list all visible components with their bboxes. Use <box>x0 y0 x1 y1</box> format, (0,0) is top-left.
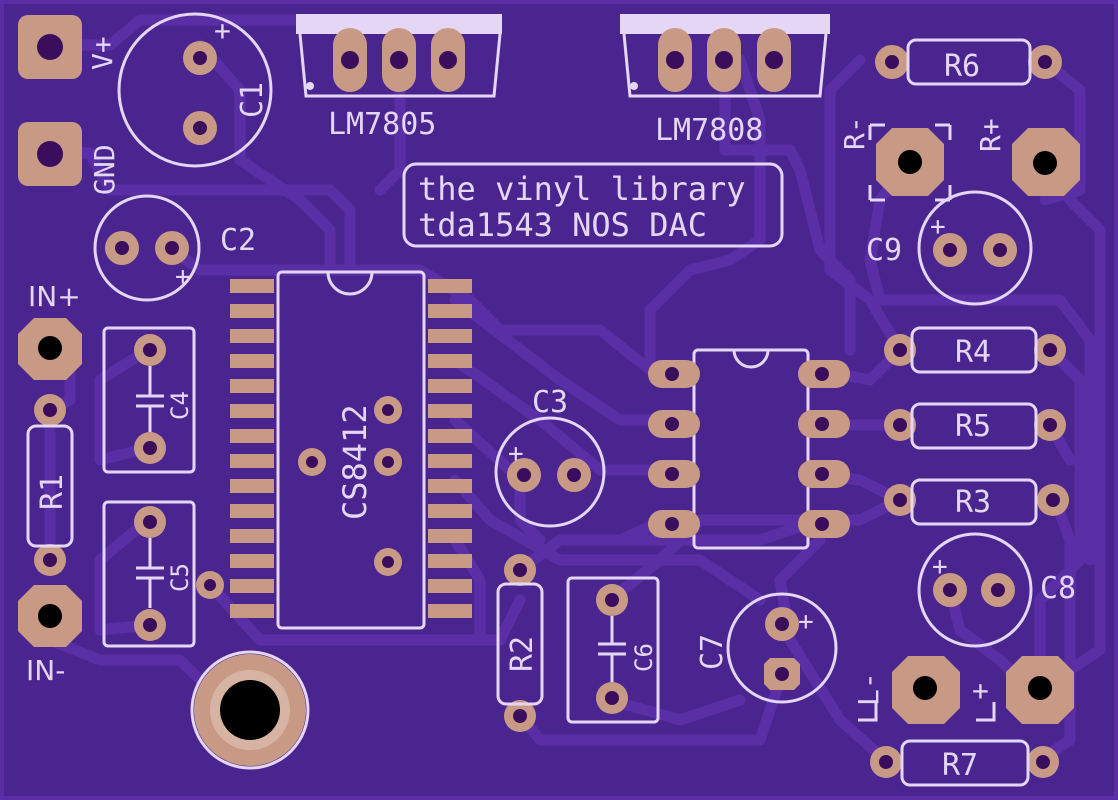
c1-plus: + <box>214 14 231 47</box>
label-r7: R7 <box>942 748 978 783</box>
label-cs8412: CS8412 <box>336 404 374 520</box>
c8-plus: + <box>932 552 948 582</box>
capacitor-c5: C5 <box>102 500 196 648</box>
connector-l-minus: L- <box>852 656 960 724</box>
label-r3: R3 <box>955 485 991 520</box>
regulator-lm7808: LM7808 <box>620 14 830 148</box>
label-in-plus: IN+ <box>28 280 81 313</box>
label-r1: R1 <box>35 474 70 510</box>
label-r4: R4 <box>955 335 991 370</box>
label-l-minus: L- <box>852 672 885 706</box>
resistor-r2: R2 <box>496 554 544 732</box>
label-r2: R2 <box>505 636 540 672</box>
label-c2: C2 <box>220 223 256 258</box>
c7-plus: + <box>798 607 814 637</box>
title-box: the vinyl library tda1543 NOS DAC <box>402 162 784 248</box>
c2-plus: + <box>175 262 191 292</box>
label-c3: C3 <box>532 385 568 420</box>
capacitor-c9: + C9 <box>866 190 1033 306</box>
title-line-1: the vinyl library <box>418 170 746 208</box>
capacitor-c4: C4 <box>102 326 196 474</box>
resistor-r1: R1 <box>26 394 74 576</box>
label-c4: C4 <box>166 391 194 420</box>
resistor-r6: R6 <box>875 38 1062 86</box>
label-r-minus: R- <box>838 116 871 150</box>
connector-gnd: GND <box>18 122 121 195</box>
label-c5: C5 <box>166 563 194 592</box>
connector-vplus: V+ <box>18 15 119 79</box>
connector-r-minus: R- <box>838 116 952 202</box>
capacitor-c6: C6 <box>566 576 660 724</box>
title-line-2: tda1543 NOS DAC <box>418 206 707 244</box>
label-r5: R5 <box>955 409 991 444</box>
label-c1: C1 <box>235 82 270 118</box>
capacitor-c3: + C3 <box>494 385 606 528</box>
connector-in-plus: IN+ <box>18 280 82 380</box>
label-lm7805: LM7805 <box>328 107 436 142</box>
mounting-hole <box>190 650 310 770</box>
resistor-r5: R5 <box>884 402 1066 450</box>
connector-r-plus: R+ <box>974 118 1080 196</box>
label-vplus: V+ <box>86 36 119 70</box>
capacitor-c7: + C7 <box>695 592 838 704</box>
c3-plus: + <box>508 439 524 469</box>
capacitor-c8: + C8 <box>917 532 1076 648</box>
label-lm7808: LM7808 <box>655 113 763 148</box>
label-l-plus: + <box>972 674 989 707</box>
ic-dac <box>648 348 850 550</box>
connector-in-minus: IN- <box>18 585 82 687</box>
label-c6: C6 <box>630 643 658 672</box>
c9-plus: + <box>930 212 946 242</box>
ic-cs8412: CS8412 <box>196 270 472 630</box>
label-gnd: GND <box>88 144 121 195</box>
regulator-lm7805: LM7805 <box>296 14 502 142</box>
label-c7: C7 <box>695 634 730 670</box>
label-c9: C9 <box>866 233 902 268</box>
resistor-r4: R4 <box>884 326 1066 374</box>
capacitor-c2: + C2 <box>93 194 256 302</box>
capacitor-c1: + C1 <box>117 12 273 168</box>
connector-l-plus: + <box>972 656 1074 724</box>
label-r-plus: R+ <box>974 118 1007 152</box>
resistor-r7: R7 <box>870 739 1059 787</box>
label-c8: C8 <box>1040 571 1076 606</box>
label-in-minus: IN- <box>26 654 65 687</box>
label-r6: R6 <box>944 49 980 84</box>
resistor-r3: R3 <box>884 478 1069 526</box>
